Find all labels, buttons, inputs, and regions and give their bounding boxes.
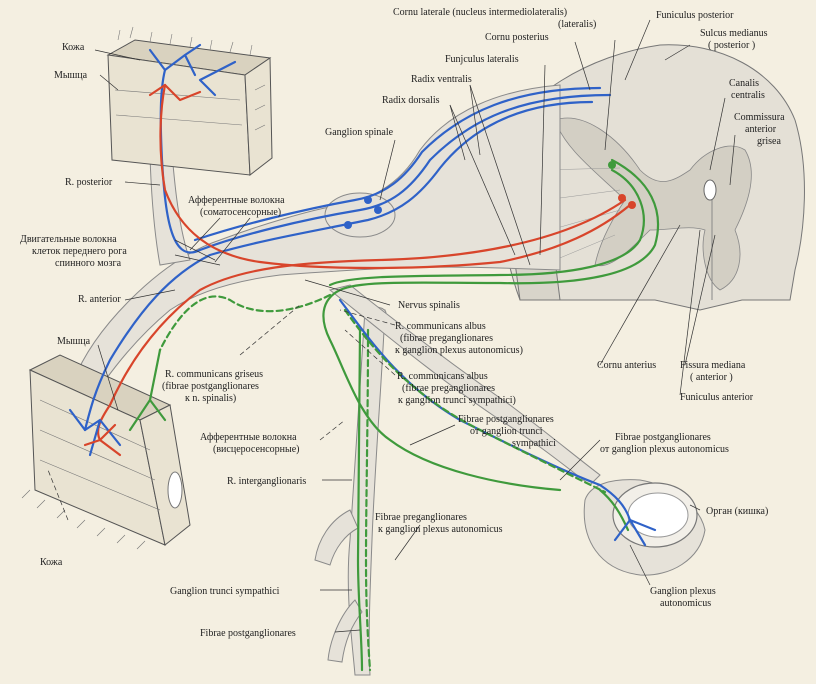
label-cornu-laterale-2: (lateralis) <box>558 19 596 30</box>
label-rca-trunci-1: R. communicans albus <box>397 371 488 382</box>
label-fpg-plexus-1: Fibrae postganglionares <box>615 432 711 443</box>
skin-block-top <box>106 26 273 176</box>
label-r-anterior: R. anterior <box>78 294 121 305</box>
label-commissura-3: grisea <box>757 136 781 147</box>
label-rca-plexus-3: к ganglion plexus autonomicus) <box>395 345 523 356</box>
label-r-interganglionaris: R. interganglionaris <box>227 476 306 487</box>
labels: Кожа Мышца R. posterior Двигательные вол… <box>20 7 785 639</box>
label-rca-trunci-2: (fibrae preganglionares <box>402 383 495 394</box>
label-sulcus-medianus-1: Sulcus medianus <box>700 28 768 39</box>
label-aff-soma-1: Афферентные волокна <box>188 195 285 206</box>
leader-lines <box>47 19 736 633</box>
label-funiculus-anterior: Funiculus anterior <box>680 392 754 403</box>
label-funiculus-lateralis: Funjculus lateralis <box>445 54 519 65</box>
label-fpg-plexus-2: от ganglion plexus autonomicus <box>600 444 729 455</box>
label-nervus-spinalis: Nervus spinalis <box>398 300 460 311</box>
label-rcg-3: к n. spinalis) <box>185 393 236 404</box>
label-fissura-2: ( anterior ) <box>690 372 733 383</box>
label-ganglion-plexus-2: autonomicus <box>660 598 711 609</box>
label-myshtsa-top: Мышца <box>54 70 88 81</box>
label-fpre-plexus-1: Fibrae preganglionares <box>375 512 467 523</box>
label-aff-visc-2: (висцеросенсорные) <box>213 444 300 455</box>
label-fpre-plexus-2: к ganglion plexus autonomicus <box>378 524 503 535</box>
label-fpg-trunci-3: sympathici <box>512 438 556 449</box>
label-kozha-bottom: Кожа <box>40 557 63 568</box>
label-ganglion-plexus-1: Ganglion plexus <box>650 586 716 597</box>
label-fpg-trunci-1: Fibrae postganglionares <box>458 414 554 425</box>
label-commissura-1: Commissura <box>734 112 785 123</box>
label-ganglion-spinale: Ganglion spinale <box>325 127 394 138</box>
skin-block-bottom <box>21 354 191 550</box>
label-rca-plexus-2: (fibrae preganglionares <box>400 333 493 344</box>
label-commissura-2: anterior <box>745 124 777 135</box>
label-ganglion-trunci: Ganglion trunci sympathici <box>170 586 280 597</box>
label-organ: Орган (кишка) <box>706 506 768 517</box>
label-sulcus-medianus-2: ( posterior ) <box>708 40 755 51</box>
label-motor-1: Двигательные волокна <box>20 234 117 245</box>
label-motor-2: клеток переднего рога <box>32 246 127 257</box>
label-r-posterior: R. posterior <box>65 177 113 188</box>
label-motor-3: спинного мозга <box>55 258 122 269</box>
label-rcg-2: (fibrae postganglionares <box>162 381 259 392</box>
label-cornu-posterius: Cornu posterius <box>485 32 549 43</box>
label-funiculus-posterior: Funiculus posterior <box>656 10 734 21</box>
label-rcg-1: R. communicans griseus <box>165 369 263 380</box>
label-aff-soma-2: (соматосенсорные) <box>200 207 281 218</box>
organ-intestine <box>583 479 706 576</box>
label-kozha-top: Кожа <box>62 42 85 53</box>
fibers <box>68 43 660 672</box>
label-canalis-2: centralis <box>731 90 765 101</box>
label-myshtsa-bottom: Мышца <box>57 336 91 347</box>
label-fibrae-postganglionares: Fibrae postganglionares <box>200 628 296 639</box>
label-fissura-1: Fissura mediana <box>680 360 746 371</box>
label-cornu-laterale-1: Cornu laterale (nucleus intermediolatera… <box>393 7 567 18</box>
label-fpg-trunci-2: от ganglion trunci <box>470 426 543 437</box>
label-aff-visc-1: Афферентные волокна <box>200 432 297 443</box>
central-canal <box>703 179 717 201</box>
label-rca-trunci-3: к ganglion trunci sympathici) <box>398 395 516 406</box>
label-canalis-1: Canalis <box>729 78 759 89</box>
grey-matter <box>554 117 752 291</box>
label-radix-ventralis: Radix ventralis <box>411 74 472 85</box>
spinal-cord <box>498 44 805 311</box>
label-cornu-anterius: Cornu anterius <box>597 360 656 371</box>
label-radix-dorsalis: Radix dorsalis <box>382 95 440 106</box>
label-rca-plexus-1: R. communicans albus <box>395 321 486 332</box>
